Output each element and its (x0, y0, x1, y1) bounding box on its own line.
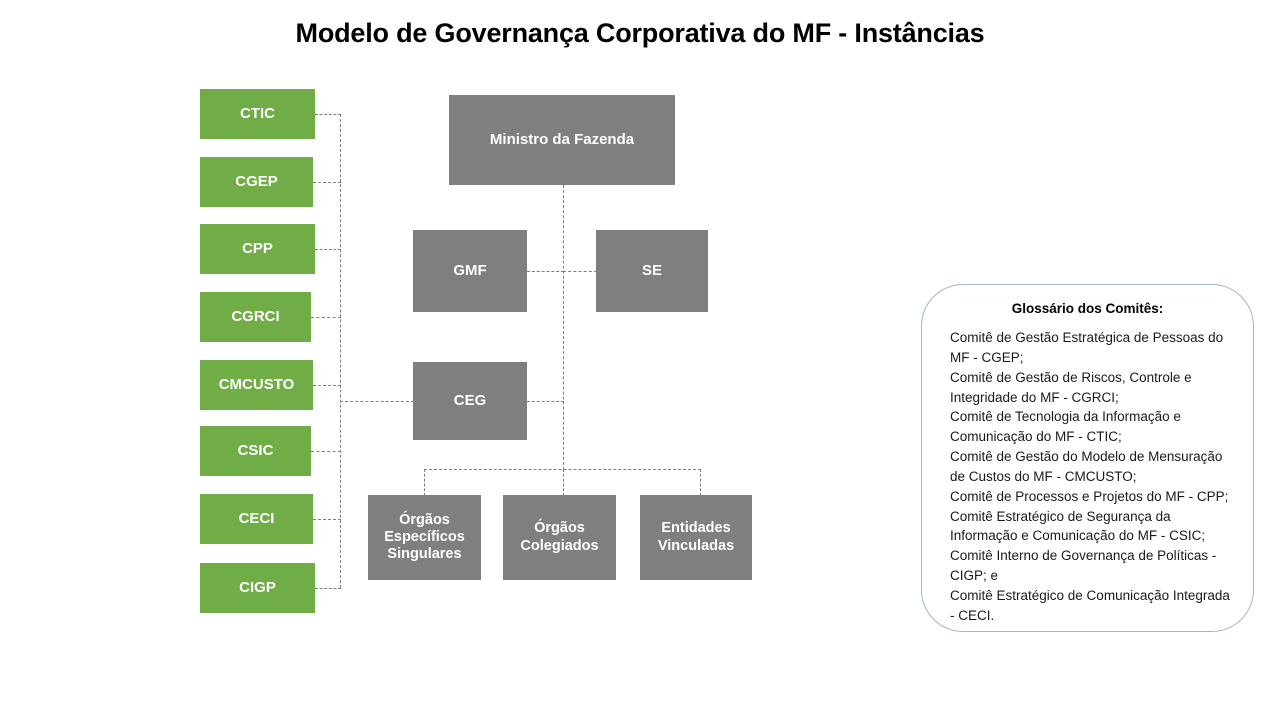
connector-ceg-to-trunk (527, 401, 564, 402)
connector-ctic-to-spine (315, 114, 341, 115)
connector-cpp-to-spine (315, 249, 341, 250)
glossary-entry: Comitê Estratégico de Comunicação Integr… (950, 587, 1230, 623)
committee-node-cmcusto[interactable]: CMCUSTO (200, 360, 313, 410)
connector-trunk-to-se (563, 271, 597, 272)
glossary-entry: Comitê Estratégico de Segurança da Infor… (950, 508, 1206, 544)
committee-node-ctic[interactable]: CTIC (200, 89, 315, 139)
org-label: Órgãos Específicos Singulares (384, 511, 465, 563)
connector-cigp-to-spine (315, 588, 341, 589)
committee-label: CPP (242, 240, 273, 258)
org-label: Ministro da Fazenda (489, 131, 635, 149)
org-node-ceg[interactable]: CEG (413, 362, 527, 440)
org-label: GMF (453, 262, 487, 280)
connector-committee-spine (340, 114, 341, 588)
connector-cgrci-to-spine (311, 317, 341, 318)
glossary-callout: Glossário dos Comitês: Comitê de Gestão … (921, 284, 1254, 632)
committee-node-cgrci[interactable]: CGRCI (200, 292, 311, 342)
connector-drop-orgaos-especificos (424, 469, 425, 496)
committee-label: CGRCI (231, 308, 280, 326)
org-label: Entidades Vinculadas (657, 520, 735, 554)
connector-drop-entidades-vinculadas (700, 469, 701, 496)
org-node-orgaos-especificos-singulares[interactable]: Órgãos Específicos Singulares (368, 495, 481, 580)
glossary-entry-list: Comitê de Gestão Estratégica de Pessoas … (938, 328, 1237, 626)
connector-drop-orgaos-colegiados (563, 469, 564, 496)
glossary-entry: Comitê de Gestão do Modelo de Mensuração… (950, 449, 1223, 484)
committee-label: CGEP (235, 173, 278, 191)
glossary-entry: Comitê de Gestão de Riscos, Controle e I… (950, 369, 1192, 405)
committee-label: CMCUSTO (218, 376, 295, 394)
connector-csic-to-spine (311, 451, 341, 452)
committee-label: CECI (238, 510, 275, 528)
committee-label: CTIC (240, 105, 275, 123)
committee-node-cgep[interactable]: CGEP (200, 157, 313, 207)
glossary-entry: Comitê de Processos e Projetos do MF - C… (950, 488, 1229, 504)
committee-node-csic[interactable]: CSIC (200, 426, 311, 476)
connector-gmf-to-trunk (527, 271, 564, 272)
org-label: Órgãos Colegiados (520, 520, 599, 554)
connector-cmcusto-to-spine (313, 385, 341, 386)
org-label: SE (641, 262, 662, 280)
org-node-ministro-da-fazenda[interactable]: Ministro da Fazenda (449, 95, 675, 185)
glossary-title: Glossário dos Comitês: (1011, 301, 1164, 316)
glossary-entry: Comitê Interno de Governança de Política… (950, 548, 1217, 584)
org-node-gmf[interactable]: GMF (413, 230, 527, 312)
committee-label: CIGP (239, 579, 276, 597)
committee-node-cpp[interactable]: CPP (200, 224, 315, 274)
connector-spine-to-ceg (340, 401, 414, 402)
committee-node-cigp[interactable]: CIGP (200, 563, 315, 613)
org-node-orgaos-colegiados[interactable]: Órgãos Colegiados (503, 495, 616, 580)
org-node-se[interactable]: SE (596, 230, 708, 312)
org-node-entidades-vinculadas[interactable]: Entidades Vinculadas (640, 495, 752, 580)
committee-node-ceci[interactable]: CECI (200, 494, 313, 544)
page-title: Modelo de Governança Corporativa do MF -… (295, 18, 985, 48)
connector-central-trunk (563, 185, 564, 470)
connector-cgep-to-spine (313, 182, 341, 183)
connector-bottom-distribution-bar (424, 469, 701, 470)
committee-label: CSIC (237, 442, 274, 460)
org-label: CEG (453, 392, 487, 410)
connector-ceci-to-spine (313, 519, 341, 520)
glossary-entry: Comitê de Gestão Estratégica de Pessoas … (950, 330, 1224, 365)
glossary-entry: Comitê de Tecnologia da Informação e Com… (950, 409, 1181, 445)
